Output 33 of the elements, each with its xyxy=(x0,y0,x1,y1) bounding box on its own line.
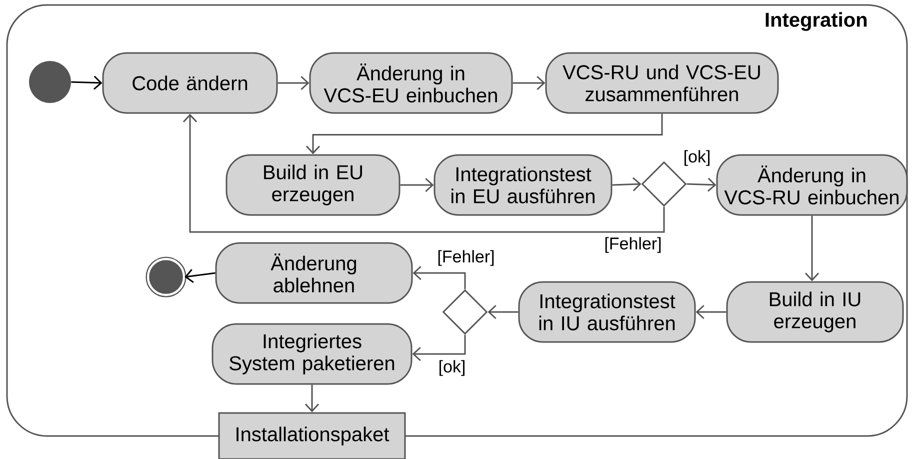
action-box: Integrationstest in EU ausführen xyxy=(434,154,612,216)
action-box: Änderung in VCS-EU einbuchen xyxy=(309,52,513,114)
arrow xyxy=(804,216,820,282)
edge-label: [ok] xyxy=(682,149,712,167)
arrow xyxy=(306,114,663,154)
action-box: VCS-RU und VCS-EU zusammenführen xyxy=(545,52,779,114)
arrow xyxy=(696,304,726,320)
action-box: Integriertes System paketieren xyxy=(212,323,412,385)
action-box: Build in EU erzeugen xyxy=(226,154,400,216)
action-box: Änderung in VCS-RU einbuchen xyxy=(716,154,908,216)
arrow xyxy=(488,304,518,320)
arrow xyxy=(512,76,546,90)
arrow xyxy=(400,178,434,192)
start-node xyxy=(29,61,71,103)
arrow xyxy=(412,334,466,362)
arrow xyxy=(184,269,216,283)
arrow xyxy=(304,384,320,412)
arrow xyxy=(182,114,665,233)
object-box: Installationspaket xyxy=(218,412,406,459)
action-box: Änderung ablehnen xyxy=(215,242,413,304)
edge-label: [Fehler] xyxy=(603,236,663,254)
edge-label: [ok] xyxy=(437,359,467,377)
action-box: Build in IU erzeugen xyxy=(726,281,904,343)
action-box: Code ändern xyxy=(102,52,278,114)
frame-title: Integration xyxy=(766,12,867,31)
arrow xyxy=(71,76,102,90)
arrow xyxy=(612,177,642,192)
action-box: Integrationstest in IU ausführen xyxy=(518,281,696,343)
arrow xyxy=(412,266,466,290)
arrow xyxy=(278,76,310,90)
arrow xyxy=(686,178,716,192)
edge-label: [Fehler] xyxy=(436,249,496,267)
final-node xyxy=(146,256,186,298)
